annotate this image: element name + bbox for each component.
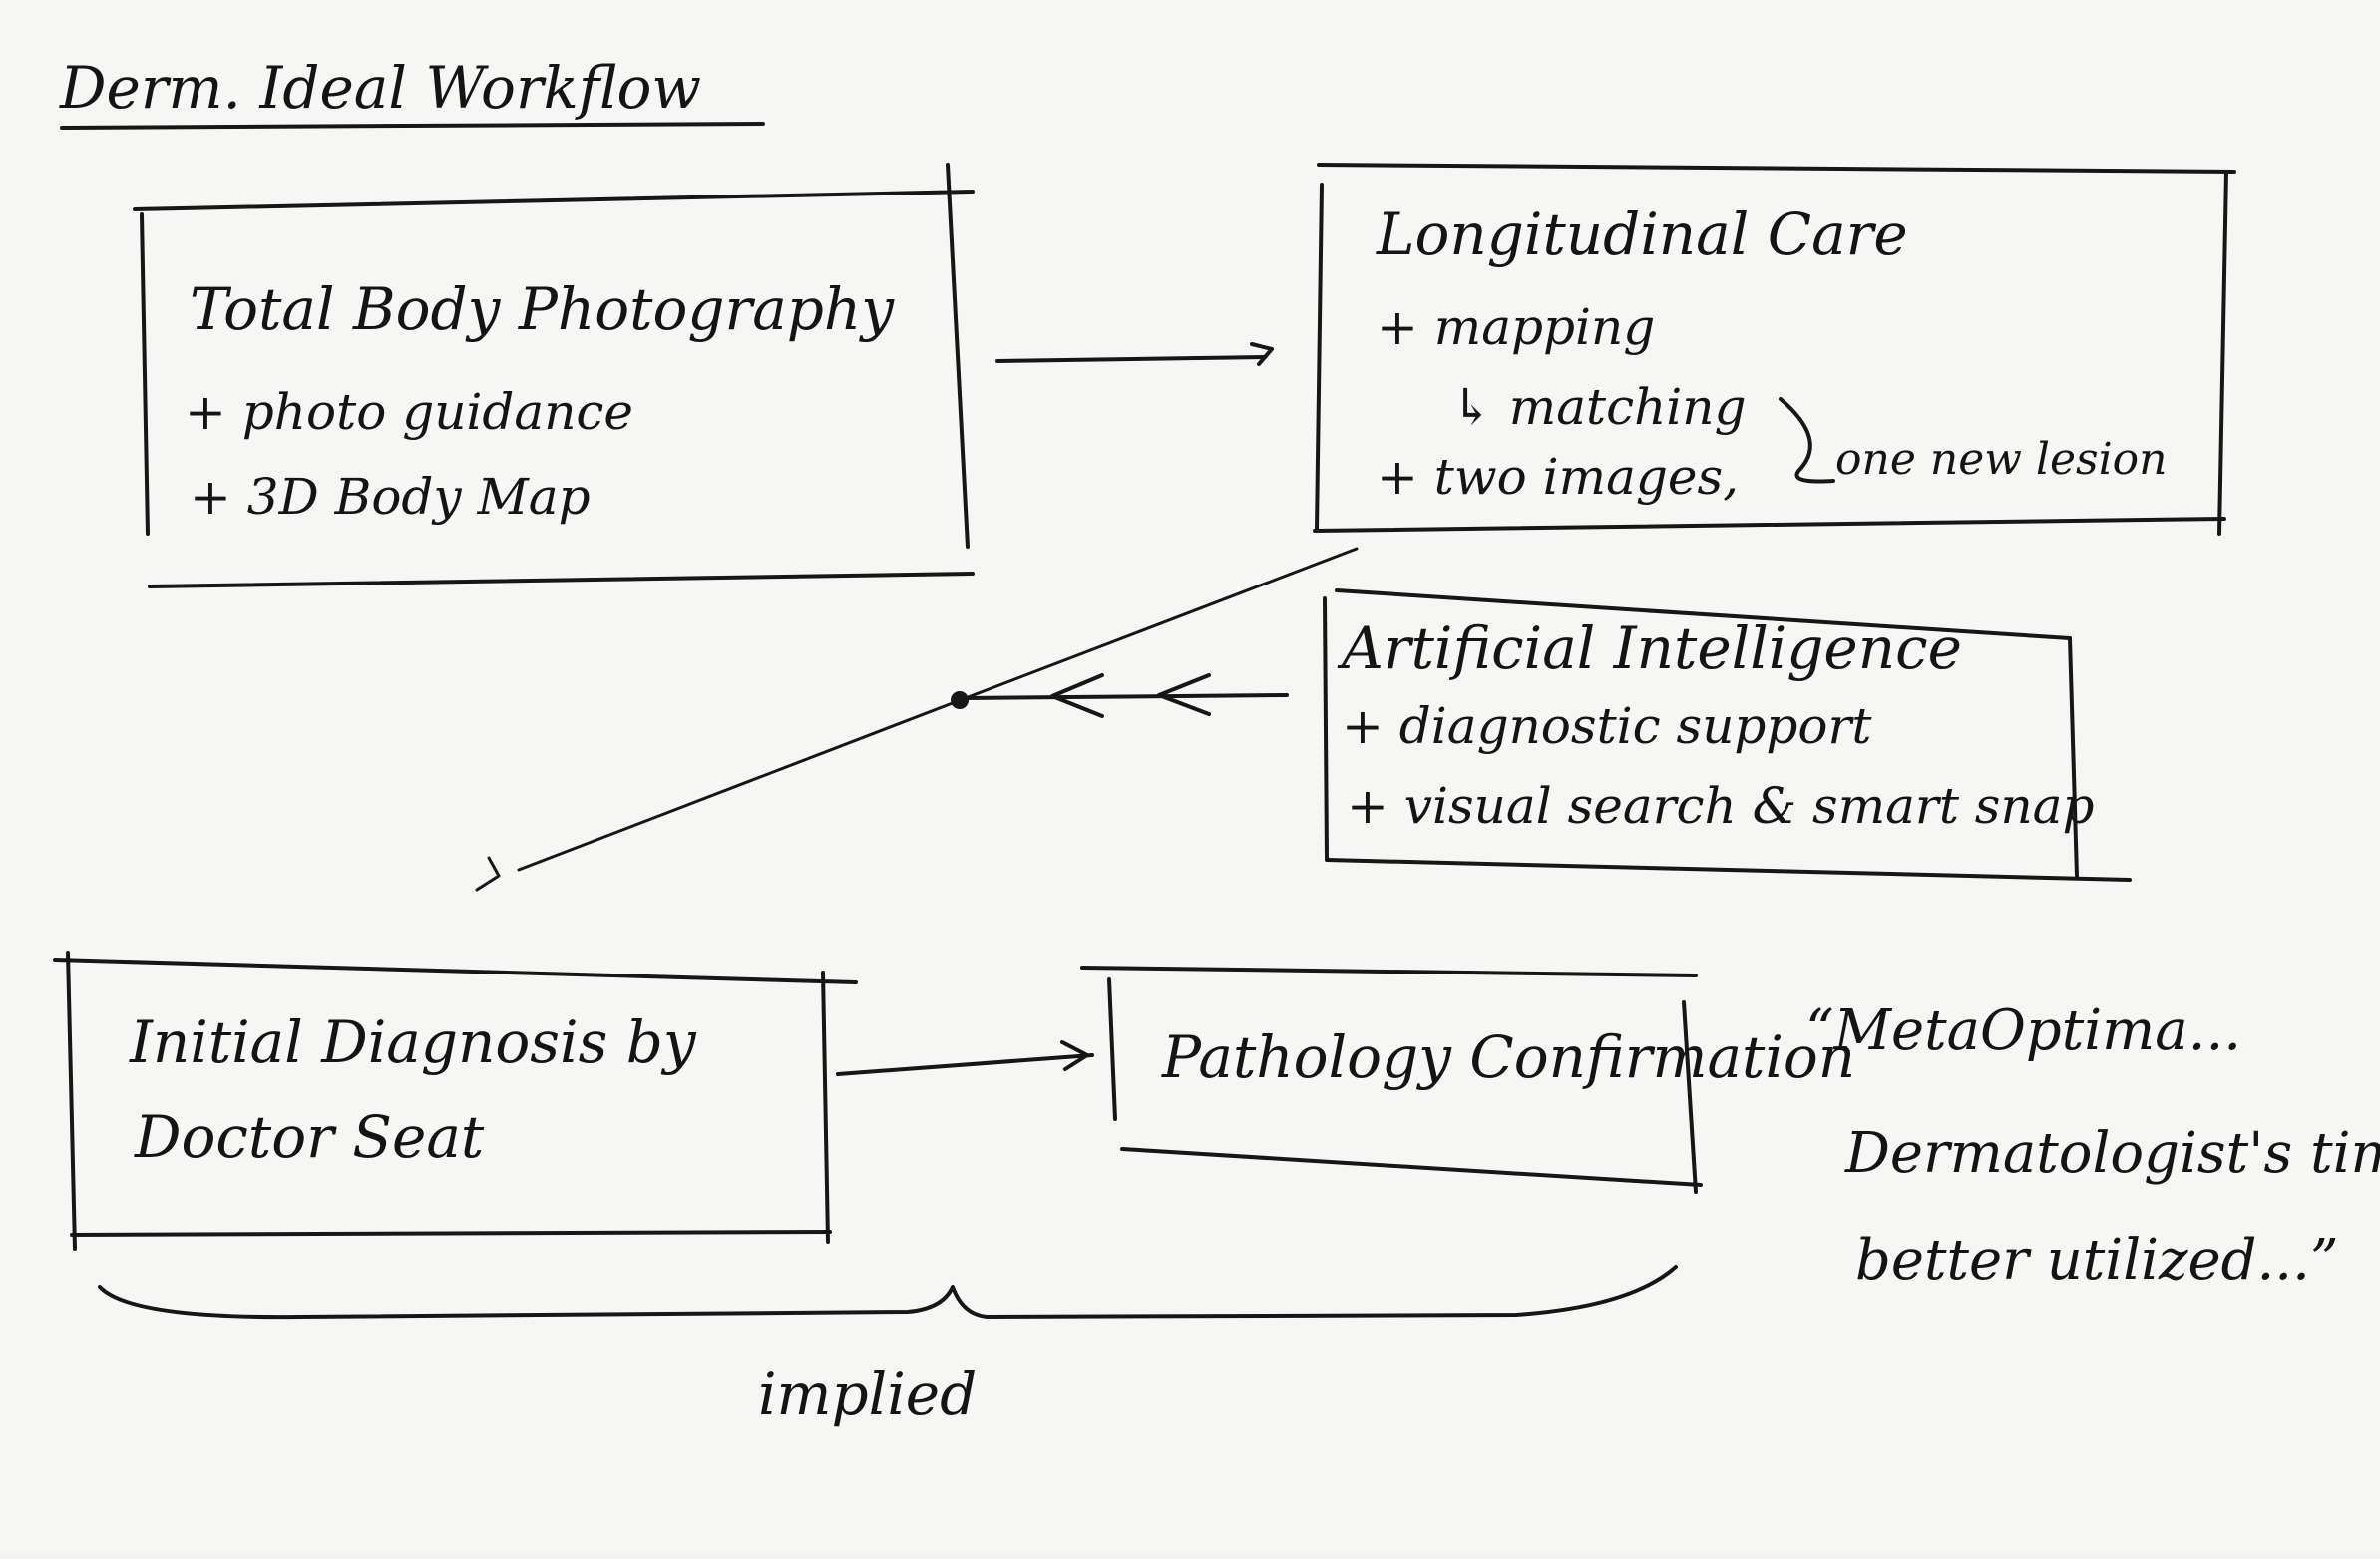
box-pc-bottom-edge	[1120, 1147, 1703, 1187]
ai-arrow-chevron-2	[1157, 673, 1211, 716]
tbp-heading: Total Body Photography	[190, 275, 895, 343]
box-pc-left-edge	[1107, 977, 1117, 1121]
box-lc-top-edge	[1317, 163, 2236, 174]
box-pathology-confirmation: Pathology Confirmation	[1080, 966, 1855, 1194]
box-artificial-intelligence: Artificial Intelligence + diagnostic sup…	[1323, 588, 2132, 882]
lc-bracket-mark	[1779, 397, 1835, 484]
lc-line-1: + mapping	[1377, 298, 1655, 356]
title-group: Derm. Ideal Workflow	[59, 54, 765, 130]
title-underline	[60, 122, 765, 130]
lc-line-3: + two images,	[1377, 448, 1739, 506]
box-id-top-edge	[53, 958, 858, 984]
ai-line-2: + visual search & smart snap	[1347, 777, 2095, 835]
quote-line-2: Dermatologist's time	[1844, 1121, 2380, 1186]
ai-heading: Artificial Intelligence	[1337, 614, 1962, 682]
arrow-longitudinal-to-initial	[475, 547, 1359, 892]
box-longitudinal-care: Longitudinal Care + mapping ↳ matching +…	[1313, 163, 2236, 536]
box-id-bottom-edge	[70, 1230, 832, 1237]
box-ai-bottom-edge	[1325, 858, 2132, 882]
box-id-right-edge	[821, 971, 830, 1244]
box-initial-diagnosis: Initial Diagnosis by Doctor Seat	[53, 951, 858, 1251]
arrow-line	[995, 355, 1267, 363]
box-total-body-photography: Total Body Photography + photo guidance …	[133, 163, 975, 588]
lc-annotation: one new lesion	[1835, 434, 2167, 485]
box-id-left-edge	[66, 951, 77, 1251]
arrow-line	[836, 1053, 1094, 1076]
junction-dot	[951, 691, 969, 709]
box-tbp-right-edge	[946, 163, 970, 549]
arrow-tbp-to-longitudinal	[995, 342, 1274, 366]
box-tbp-left-edge	[140, 212, 150, 536]
arrow-ai-to-junction	[964, 673, 1289, 718]
ai-arrow-line	[964, 693, 1289, 700]
box-tbp-bottom-edge	[148, 572, 975, 588]
brace-label: implied	[758, 1361, 977, 1428]
initial-line-2: Doctor Seat	[134, 1103, 485, 1171]
diagonal-line	[517, 547, 1359, 872]
quote-line-3: better utilized...”	[1855, 1228, 2339, 1293]
box-tbp-top-edge	[133, 190, 975, 211]
tbp-line-2: + 3D Body Map	[190, 468, 591, 526]
arrow-head	[1250, 342, 1274, 366]
box-ai-top-edge	[1335, 588, 2072, 640]
initial-line-1: Initial Diagnosis by	[129, 1008, 697, 1076]
box-lc-bottom-edge	[1313, 517, 2226, 533]
box-lc-right-edge	[2217, 170, 2228, 536]
brace-group: implied	[98, 1265, 1678, 1428]
tbp-line-1: + photo guidance	[185, 383, 633, 441]
lc-heading: Longitudinal Care	[1376, 200, 1908, 268]
box-pc-top-edge	[1080, 966, 1698, 977]
arrow-head	[1060, 1040, 1089, 1071]
ai-arrow-chevron-1	[1050, 673, 1104, 718]
quote-group: “MetaOptima... Dermatologist's time bett…	[1805, 998, 2380, 1293]
box-lc-left-edge	[1315, 183, 1324, 531]
diagram-title: Derm. Ideal Workflow	[59, 54, 701, 122]
lc-line-2: ↳ matching	[1451, 378, 1747, 436]
diagonal-arrow-head	[475, 856, 501, 892]
pathology-heading: Pathology Confirmation	[1161, 1023, 1855, 1091]
ai-line-1: + diagnostic support	[1342, 697, 1872, 755]
box-ai-left-edge	[1323, 596, 1329, 860]
box-ai-right-edge	[2068, 636, 2079, 878]
quote-line-1: “MetaOptima...	[1805, 998, 2241, 1063]
brace-curve	[98, 1265, 1678, 1320]
arrow-initial-to-pathology	[836, 1040, 1094, 1076]
box-pc-right-edge	[1682, 1000, 1698, 1194]
